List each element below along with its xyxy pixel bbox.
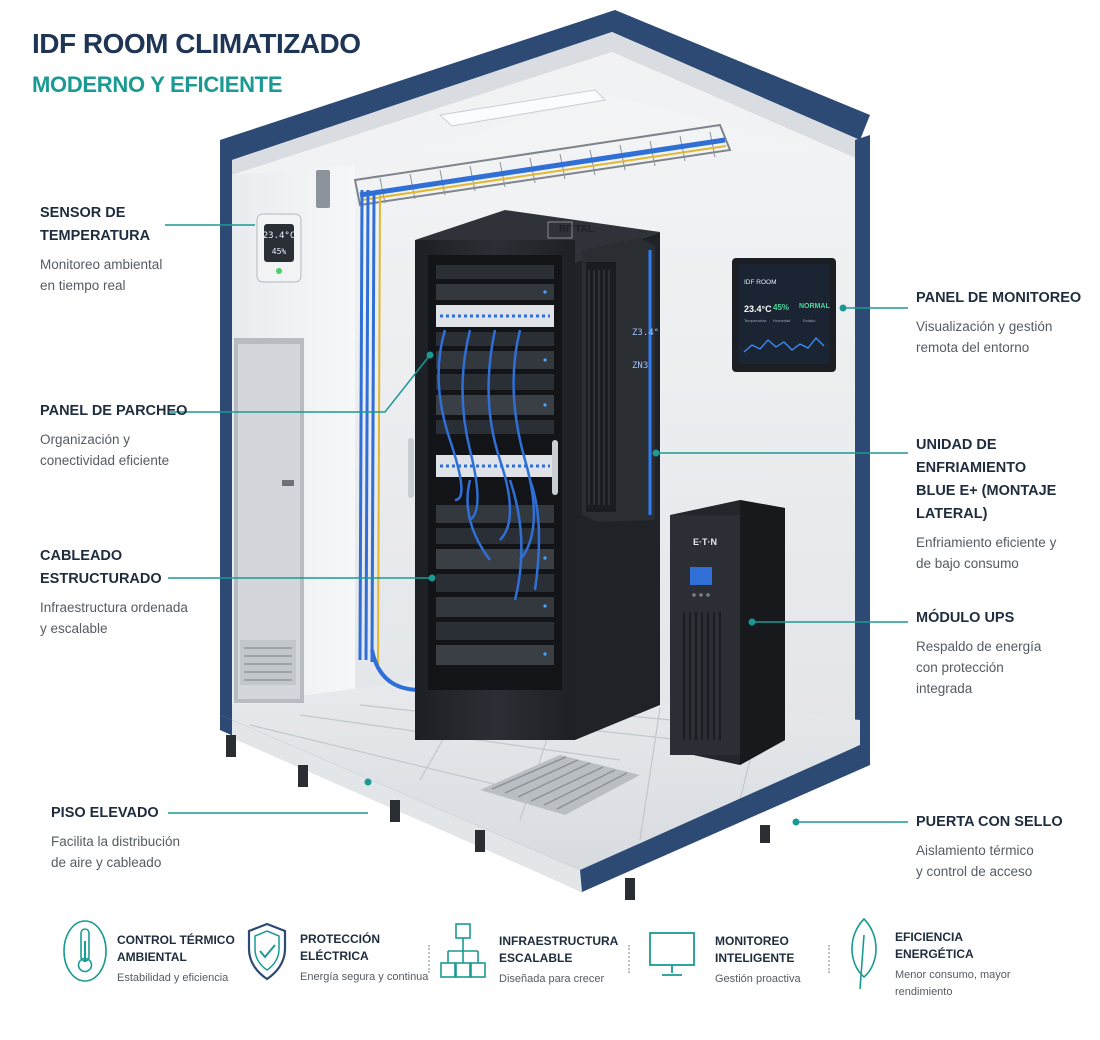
feature-scalable-infrastructure: INFRAESTRUCTURA ESCALABLE Diseñada para …: [499, 934, 619, 985]
rack-brand-label: RITTAL: [559, 224, 594, 235]
door: [234, 338, 304, 703]
monitor-status-caption: Estado: [803, 318, 816, 323]
thermometer-icon: [62, 915, 108, 990]
separator: [828, 945, 830, 973]
callout-ups: MÓDULO UPS Respaldo de energía con prote…: [916, 607, 1041, 699]
shield-check-icon: [245, 921, 289, 988]
feature-energy-efficiency: EFICIENCIA ENERGÉTICA Menor consumo, may…: [895, 930, 1011, 998]
cooling-unit-label-1: Z3.4°: [632, 328, 659, 338]
leader-patch: [170, 354, 431, 413]
callout-cooling-heading: UNIDAD DE ENFRIAMIENTO BLUE E+ (MONTAJE …: [916, 437, 1057, 522]
feature-thermal-control: CONTROL TÉRMICO AMBIENTAL Estabilidad y …: [117, 933, 235, 984]
callout-cabling-desc: Infraestructura ordenada y escalable: [40, 600, 188, 636]
callout-patch-heading: PANEL DE PARCHEO: [40, 403, 188, 419]
separator: [428, 945, 430, 973]
callout-sensor-desc: Monitoreo ambiental en tiempo real: [40, 257, 163, 293]
cooling-unit-label-2: ZN3: [632, 361, 648, 371]
leaf-icon: [846, 915, 882, 996]
cooling-unit: Z3.4° ZN3: [582, 238, 659, 522]
monitor-humidity-caption: Humedad: [773, 318, 790, 323]
feature-smart-monitoring: MONITOREO INTELIGENTE Gestión proactiva: [715, 934, 801, 985]
callout-monitor-desc: Visualización y gestión remota del entor…: [916, 319, 1053, 355]
rack-handle-left: [408, 438, 414, 498]
separator: [628, 945, 630, 973]
rack-handle-right: [552, 440, 558, 495]
callout-sensor: SENSOR DE TEMPERATURA Monitoreo ambienta…: [40, 202, 162, 296]
door-handle: [282, 480, 294, 486]
callout-floor-desc: Facilita la distribución de aire y cable…: [51, 834, 181, 870]
callout-patch-desc: Organización y conectividad eficiente: [40, 432, 170, 468]
feature-bar: CONTROL TÉRMICO AMBIENTAL Estabilidad y …: [0, 915, 1100, 1025]
network-hierarchy-icon: [440, 921, 486, 988]
callout-sensor-heading: SENSOR DE TEMPERATURA: [40, 205, 151, 244]
monitor-temp-caption: Temperatura: [744, 318, 767, 323]
callout-monitor-panel: PANEL DE MONITOREO Visualización y gesti…: [916, 287, 1081, 358]
callout-dots: [364, 304, 847, 826]
monitor-icon: [648, 931, 696, 984]
sensor-humidity-readout: 45%: [272, 247, 287, 256]
page-subtitle: MODERNO Y EFICIENTE: [32, 72, 283, 97]
callout-cooling-desc: Enfriamiento eficiente y de bajo consumo: [916, 535, 1057, 571]
cable-tray: [353, 123, 732, 692]
monitoring-panel: IDF ROOM 23.4°C Temperatura 45% Humedad …: [732, 258, 836, 372]
rack-equipment: [436, 265, 554, 665]
callout-raised-floor: PISO ELEVADO Facilita la distribución de…: [51, 802, 180, 873]
callout-ups-desc: Respaldo de energía con protección integ…: [916, 639, 1042, 696]
callout-monitor-heading: PANEL DE MONITOREO: [916, 290, 1082, 306]
page-title: IDF ROOM CLIMATIZADO: [32, 28, 361, 59]
callout-cabling-heading: CABLEADO ESTRUCTURADO: [40, 548, 162, 587]
feature-electrical-protection: PROTECCIÓN ELÉCTRICA Energía segura y co…: [300, 932, 429, 983]
callout-floor-heading: PISO ELEVADO: [51, 805, 159, 821]
callout-door-desc: Aislamiento térmico y control de acceso: [916, 843, 1034, 879]
callout-patch-panel: PANEL DE PARCHEO Organización y conectiv…: [40, 400, 187, 471]
monitor-temp-value: 23.4°C: [744, 304, 772, 314]
monitor-status-value: NORMAL: [799, 303, 830, 310]
sensor-temp-readout: 23.4°C: [263, 231, 296, 241]
ups-module: E·T·N: [670, 500, 785, 765]
callout-door: PUERTA CON SELLO Aislamiento térmico y c…: [916, 811, 1063, 882]
temperature-sensor: 23.4°C 45%: [256, 170, 330, 283]
callout-cooling-unit: UNIDAD DE ENFRIAMIENTO BLUE E+ (MONTAJE …: [916, 434, 1100, 574]
callout-leaders: [165, 224, 908, 823]
monitor-humidity-value: 45%: [773, 303, 789, 312]
ups-brand-label: E·T·N: [693, 537, 717, 547]
callout-ups-heading: MÓDULO UPS: [916, 610, 1015, 626]
monitor-panel-title: IDF ROOM: [744, 279, 777, 286]
callout-door-heading: PUERTA CON SELLO: [916, 814, 1063, 830]
callout-cabling: CABLEADO ESTRUCTURADO Infraestructura or…: [40, 545, 188, 639]
idf-room-illustration: 23.4°C 45% RITTAL: [165, 10, 908, 900]
